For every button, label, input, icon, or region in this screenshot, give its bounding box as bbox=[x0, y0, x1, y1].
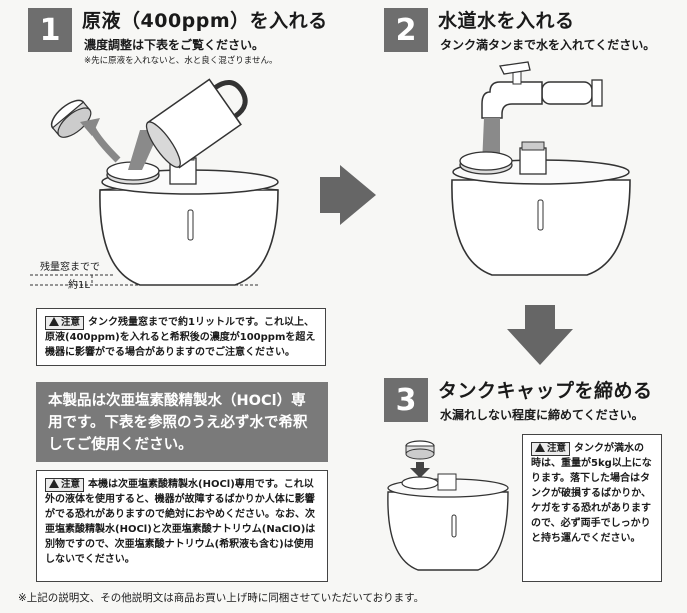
curved-arrow-icon bbox=[88, 126, 121, 163]
step1-caution-box: 注意タンク残量窓までで約1リットルです。これ以上、原液(400ppm)を入れると… bbox=[36, 308, 326, 366]
caution-badge: 注意 bbox=[45, 316, 85, 330]
step3-number: 3 bbox=[384, 378, 428, 422]
caution-badge: 注意 bbox=[45, 478, 85, 492]
warning-icon bbox=[49, 479, 59, 488]
step3-subtitle: 水漏れしない程度に締めてください。 bbox=[440, 408, 644, 422]
step2-illustration bbox=[451, 61, 631, 276]
tank-cap-icon bbox=[50, 99, 92, 138]
step3-title: タンクキャップを締める bbox=[438, 380, 653, 402]
step1-number: 1 bbox=[28, 8, 72, 52]
warning-icon bbox=[49, 317, 59, 326]
caution-badge: 注意 bbox=[531, 442, 571, 456]
down-small-arrow-icon bbox=[410, 462, 430, 478]
step1-subtitle: 濃度調整は下表をご覧ください。 bbox=[84, 38, 265, 52]
step1-illustration bbox=[30, 78, 279, 286]
step3-illustration bbox=[387, 440, 509, 571]
footer-note: ※上記の説明文、その他説明文は商品お買い上げ時に同梱させていただいております。 bbox=[18, 592, 425, 604]
bottom-caution-text: 本機は次亜塩素酸精製水(HOCl)専用です。これ以外の液体を使用すると、機器が故… bbox=[45, 479, 316, 565]
product-notice: 本製品は次亜塩素酸精製水（HOCl）専用です。下表を参照のうえ必ず水で希釈してご… bbox=[36, 382, 328, 462]
tank-cap-icon bbox=[405, 440, 435, 460]
step1-caution-text: タンク残量窓までで約1リットルです。これ以上、原液(400ppm)を入れると希釈… bbox=[45, 317, 316, 358]
down-arrow-icon bbox=[507, 305, 573, 365]
step1-window-label: 残量窓までで bbox=[40, 262, 100, 273]
step2-number: 2 bbox=[384, 8, 428, 52]
step1-volume-label: 約1L bbox=[68, 280, 90, 291]
bottom-caution-box: 注意本機は次亜塩素酸精製水(HOCl)専用です。これ以外の液体を使用すると、機器… bbox=[36, 470, 328, 582]
step2-title: 水道水を入れる bbox=[438, 10, 575, 32]
warning-icon bbox=[535, 443, 545, 452]
step3-caution-box: 注意タンクが満水の時は、重量が5kg以上になります。落下した場合はタンクが破損す… bbox=[522, 434, 662, 582]
right-arrow-icon bbox=[320, 165, 376, 225]
step1-title: 原液（400ppm）を入れる bbox=[82, 10, 328, 32]
step1-small-note: ※先に原液を入れないと、水と良く混ざりません。 bbox=[84, 56, 278, 66]
step2-subtitle: タンク満タンまで水を入れてください。 bbox=[440, 38, 656, 52]
step3-caution-text: タンクが満水の時は、重量が5kg以上になります。落下した場合はタンクが破損するば… bbox=[531, 443, 652, 544]
faucet-icon bbox=[481, 61, 603, 119]
pitcher-icon bbox=[145, 78, 248, 169]
